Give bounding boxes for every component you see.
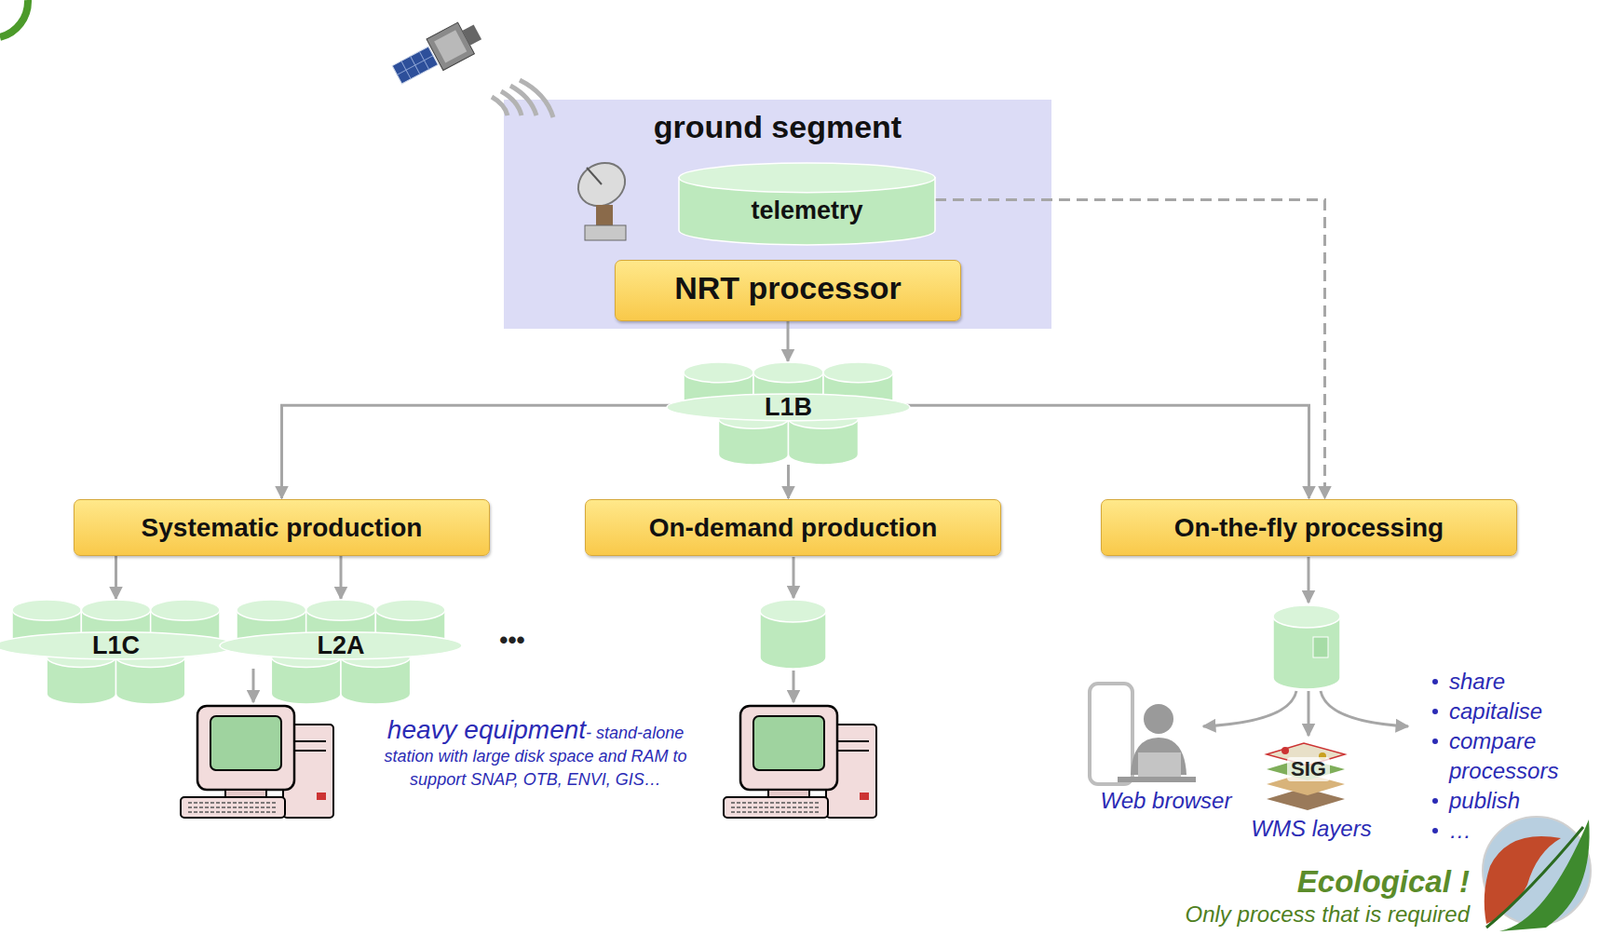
connector	[114, 555, 118, 599]
bullet-item: capitalise	[1445, 696, 1595, 727]
connector	[282, 405, 685, 499]
node-label: L2A	[236, 630, 446, 661]
bullet-item: publish	[1445, 786, 1595, 816]
bullet-item: compare processors	[1445, 726, 1595, 787]
node-label: On-demand production	[649, 513, 938, 543]
icon-caption: WMS layers	[1227, 815, 1396, 842]
data-stack: L2A	[236, 599, 446, 705]
database-cylinder: telemetry	[678, 162, 936, 245]
bullet-item: …	[1445, 815, 1595, 846]
process-box: On-the-fly processing	[1100, 499, 1518, 556]
bullet-item: share	[1445, 666, 1595, 697]
connector	[339, 555, 343, 599]
connector	[893, 405, 1310, 499]
icon-caption: Web browser	[1077, 787, 1255, 814]
slogan: Ecological !	[1117, 864, 1470, 900]
process-box: NRT processor	[614, 259, 962, 322]
note: heavy equipment	[387, 715, 586, 745]
node-label: L1B	[683, 392, 894, 422]
connector	[935, 200, 1326, 499]
icon-caption: Web browser	[1077, 787, 1255, 814]
slogan-note: Only process that is required	[1024, 901, 1470, 928]
ground-segment-band: ground segment telemetryNRT processor	[503, 99, 1052, 329]
connector	[786, 321, 790, 362]
process-box: Systematic production	[73, 499, 490, 556]
band-heading: ground segment	[503, 108, 1052, 146]
slogan-note: Only process that is required	[1024, 901, 1470, 928]
node-label: Systematic production	[141, 513, 423, 543]
connector	[786, 464, 790, 499]
bullet-list: sharecapitalisecompare processorspublish…	[1445, 666, 1595, 846]
node-label: L1C	[12, 630, 220, 661]
icon-caption: WMS layers	[1227, 815, 1396, 842]
node-label: telemetry	[678, 195, 936, 226]
node-label: On-the-fly processing	[1174, 513, 1444, 543]
data-stack: L1B	[683, 362, 894, 465]
icon-label: SIG	[1287, 757, 1330, 782]
process-box: On-demand production	[584, 499, 1002, 556]
ellipsis-mark: •••	[479, 625, 545, 655]
slogan: Ecological !	[1117, 864, 1470, 900]
band-fill	[503, 99, 1052, 329]
node-label: NRT processor	[615, 270, 961, 307]
data-stack: L1C	[12, 599, 220, 705]
note-block: heavy equipment- stand-alone station wit…	[372, 718, 699, 792]
ellipsis-mark: •••	[479, 625, 545, 655]
icon-label: SIG	[1287, 757, 1330, 782]
